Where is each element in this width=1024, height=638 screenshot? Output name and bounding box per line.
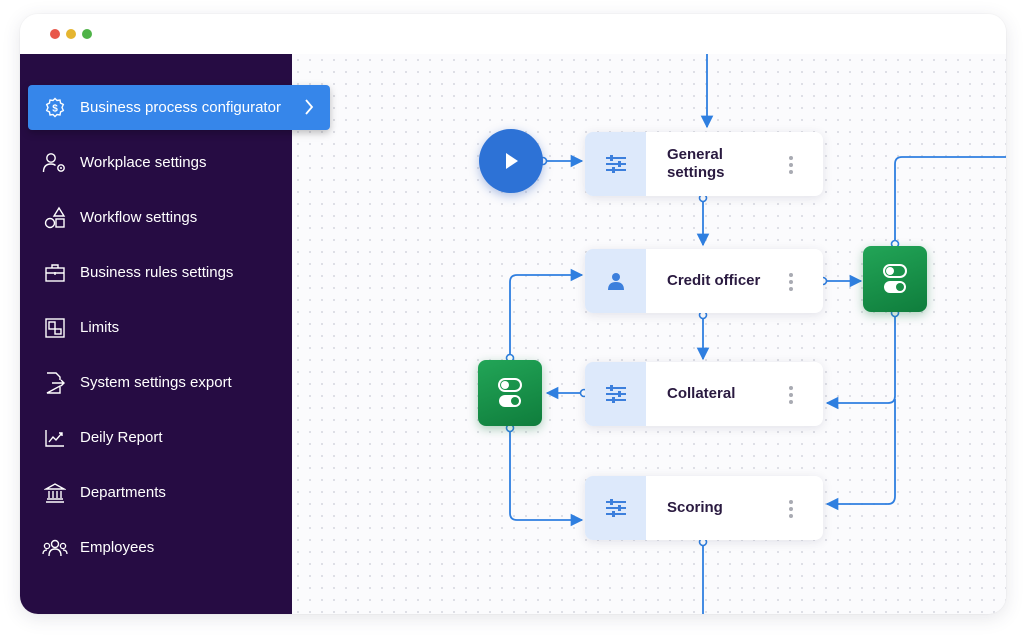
gateway-node-right[interactable]: [863, 246, 927, 312]
sidebar-item-departments[interactable]: Departments: [28, 470, 330, 515]
title-bar: [20, 14, 1006, 54]
node-label: General settings: [667, 146, 725, 181]
sliders-icon: [585, 362, 646, 426]
sidebar-item-label: Employees: [80, 539, 155, 556]
briefcase-icon: [42, 260, 68, 286]
sidebar-item-label: Business process configurator: [80, 99, 281, 116]
sliders-icon: [585, 476, 646, 540]
sidebar-item-label: Limits: [80, 319, 120, 336]
sidebar: [20, 54, 292, 614]
chevron-right-icon: [305, 99, 314, 115]
connector-gateway-credit: [509, 268, 584, 358]
workflow-canvas[interactable]: General settings Credit officer Collater…: [292, 54, 1006, 614]
more-options-icon[interactable]: [789, 156, 793, 177]
connector-gateway-scoring: [509, 428, 584, 527]
sidebar-item-deily-report[interactable]: Deily Report: [28, 415, 330, 460]
node-label: Scoring: [667, 499, 723, 516]
sidebar-item-business-rules-settings[interactable]: Business rules settings: [28, 250, 330, 295]
app-window: General settings Credit officer Collater…: [20, 14, 1006, 614]
sidebar-item-workflow-settings[interactable]: Workflow settings: [28, 195, 330, 240]
toggle-icon: [498, 378, 522, 407]
sidebar-item-limits[interactable]: Limits: [28, 305, 330, 350]
toggle-icon: [883, 264, 907, 293]
node-scoring[interactable]: Scoring: [585, 476, 823, 540]
bank-icon: [42, 480, 68, 506]
node-collateral[interactable]: Collateral: [585, 362, 823, 426]
maximize-window-dot[interactable]: [82, 29, 92, 39]
sidebar-item-label: Departments: [80, 484, 166, 501]
chart-trend-icon: [42, 425, 68, 451]
minimize-window-dot[interactable]: [66, 29, 76, 39]
dollar-gear-icon: $: [42, 95, 68, 121]
file-export-icon: [42, 370, 68, 396]
sidebar-item-label: Workplace settings: [80, 154, 207, 171]
connector-gateway-scoring-right: [825, 399, 896, 511]
gateway-node-left[interactable]: [478, 360, 542, 426]
connector-gateway-out: [894, 156, 1006, 244]
node-label: Credit officer: [667, 272, 761, 289]
connector-lines: [505, 54, 1006, 614]
sidebar-item-system-settings-export[interactable]: System settings export: [28, 360, 330, 405]
sidebar-item-workplace-settings[interactable]: Workplace settings: [28, 140, 330, 185]
layout-icon: [42, 315, 68, 341]
start-button[interactable]: [479, 129, 543, 193]
sidebar-item-business-process-configurator[interactable]: $ Business process configurator: [28, 85, 330, 130]
node-label: Collateral: [667, 385, 736, 402]
sidebar-item-employees[interactable]: Employees: [28, 525, 330, 570]
sidebar-item-label: System settings export: [80, 374, 232, 391]
sidebar-item-label: Deily Report: [80, 429, 163, 446]
play-icon: [506, 153, 518, 169]
close-window-dot[interactable]: [50, 29, 60, 39]
user-icon: [585, 249, 646, 313]
sidebar-item-label: Business rules settings: [80, 264, 234, 281]
node-general-settings[interactable]: General settings: [585, 132, 823, 196]
connector-gateway-collateral: [825, 313, 896, 410]
node-credit-officer[interactable]: Credit officer: [585, 249, 823, 313]
shapes-icon: [42, 205, 68, 231]
user-gear-icon: [42, 150, 68, 176]
users-icon: [42, 535, 68, 561]
more-options-icon[interactable]: [789, 386, 793, 407]
sidebar-item-label: Workflow settings: [80, 209, 198, 226]
more-options-icon[interactable]: [789, 273, 793, 294]
more-options-icon[interactable]: [789, 500, 793, 521]
sliders-icon: [585, 132, 646, 196]
svg-text:$: $: [52, 103, 58, 114]
